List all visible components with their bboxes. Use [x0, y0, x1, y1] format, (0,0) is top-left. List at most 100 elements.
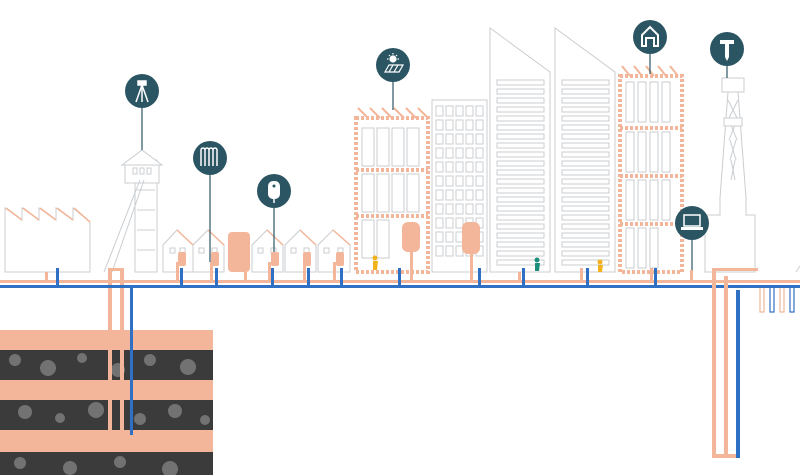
mine-headframe	[103, 130, 164, 273]
office-window	[455, 161, 464, 173]
solar-panel-icon	[376, 48, 410, 82]
office-window	[465, 203, 474, 215]
office-window	[445, 119, 454, 131]
tower-floor	[496, 259, 545, 266]
tower-floor	[496, 196, 545, 203]
tower-floor	[561, 214, 610, 221]
office-window	[475, 119, 484, 131]
tower-floor	[496, 97, 545, 104]
heated-apartment-tower	[618, 65, 684, 274]
tower-floor	[496, 214, 545, 221]
tower-floor	[496, 79, 545, 86]
tower-floor	[561, 106, 610, 113]
tower-floor	[561, 169, 610, 176]
office-window	[475, 133, 484, 145]
deep-borehole-loop	[712, 268, 758, 458]
tower-floor	[496, 187, 545, 194]
borehole-heat-exchangers	[759, 285, 795, 313]
tower-floor	[561, 115, 610, 122]
office-window	[455, 133, 464, 145]
tower-floor	[561, 259, 610, 266]
tower-floor	[561, 97, 610, 104]
tower-floor	[561, 223, 610, 230]
tall-tower-1	[489, 27, 551, 273]
office-window	[435, 231, 444, 243]
tower-floor	[561, 79, 610, 86]
tower-floor	[561, 241, 610, 248]
tower-floor	[561, 250, 610, 257]
office-window	[475, 189, 484, 201]
cold-feeders	[56, 268, 657, 288]
tower-floor	[496, 160, 545, 167]
mine-drill-icon	[125, 74, 159, 108]
geothermal-drilling-rig	[704, 77, 756, 273]
office-window	[435, 217, 444, 229]
office-window	[435, 245, 444, 257]
office-window	[455, 231, 464, 243]
office-window	[455, 245, 464, 257]
office-window	[475, 175, 484, 187]
office-window	[445, 203, 454, 215]
tower-floor	[496, 169, 545, 176]
water-heater-icon	[257, 174, 291, 208]
tower-floor	[496, 133, 545, 140]
house-2	[192, 229, 225, 273]
rock-layer-3	[0, 452, 213, 475]
house-3	[251, 229, 284, 273]
pedestrians	[372, 255, 603, 272]
house-4	[284, 229, 317, 273]
person-1	[372, 255, 378, 270]
mine-gallery-3	[0, 430, 213, 452]
office-window	[445, 175, 454, 187]
office-window	[435, 105, 444, 117]
radiator-icon	[193, 141, 227, 175]
tower-floor	[496, 88, 545, 95]
old-factory	[4, 206, 91, 273]
office-window	[475, 147, 484, 159]
office-window	[475, 203, 484, 215]
office-window	[435, 161, 444, 173]
office-window	[435, 203, 444, 215]
office-window	[465, 189, 474, 201]
office-window	[455, 217, 464, 229]
office-window	[465, 133, 474, 145]
office-window	[445, 231, 454, 243]
office-window	[445, 245, 454, 257]
tower-floor	[561, 151, 610, 158]
office-window	[465, 161, 474, 173]
tower-floor	[561, 178, 610, 185]
tower-floor	[496, 115, 545, 122]
office-window	[435, 189, 444, 201]
tower-floor	[496, 241, 545, 248]
office-window	[455, 147, 464, 159]
office-window	[435, 133, 444, 145]
office-window	[475, 161, 484, 173]
tower-floor	[561, 187, 610, 194]
office-window	[445, 133, 454, 145]
office-window	[445, 161, 454, 173]
tower-floor	[496, 223, 545, 230]
office-window	[455, 203, 464, 215]
solar-apartment-building	[354, 107, 430, 274]
heat-feeders	[45, 252, 693, 282]
tower-floor	[561, 133, 610, 140]
tall-tower-2	[554, 27, 616, 273]
rock-layer-2	[0, 400, 213, 430]
tower-floor	[496, 106, 545, 113]
office-window	[445, 105, 454, 117]
office-window	[475, 105, 484, 117]
office-window	[435, 119, 444, 131]
office-window	[455, 189, 464, 201]
computer-icon	[675, 206, 709, 240]
office-window	[465, 175, 474, 187]
tower-floor	[496, 205, 545, 212]
houses-row	[162, 229, 351, 273]
office-window	[465, 105, 474, 117]
person-2	[534, 257, 540, 271]
tower-floor	[561, 205, 610, 212]
tower-floor	[496, 142, 545, 149]
office-window	[435, 175, 444, 187]
rock-layer-1	[0, 350, 213, 380]
mine-water-storage	[0, 270, 213, 475]
